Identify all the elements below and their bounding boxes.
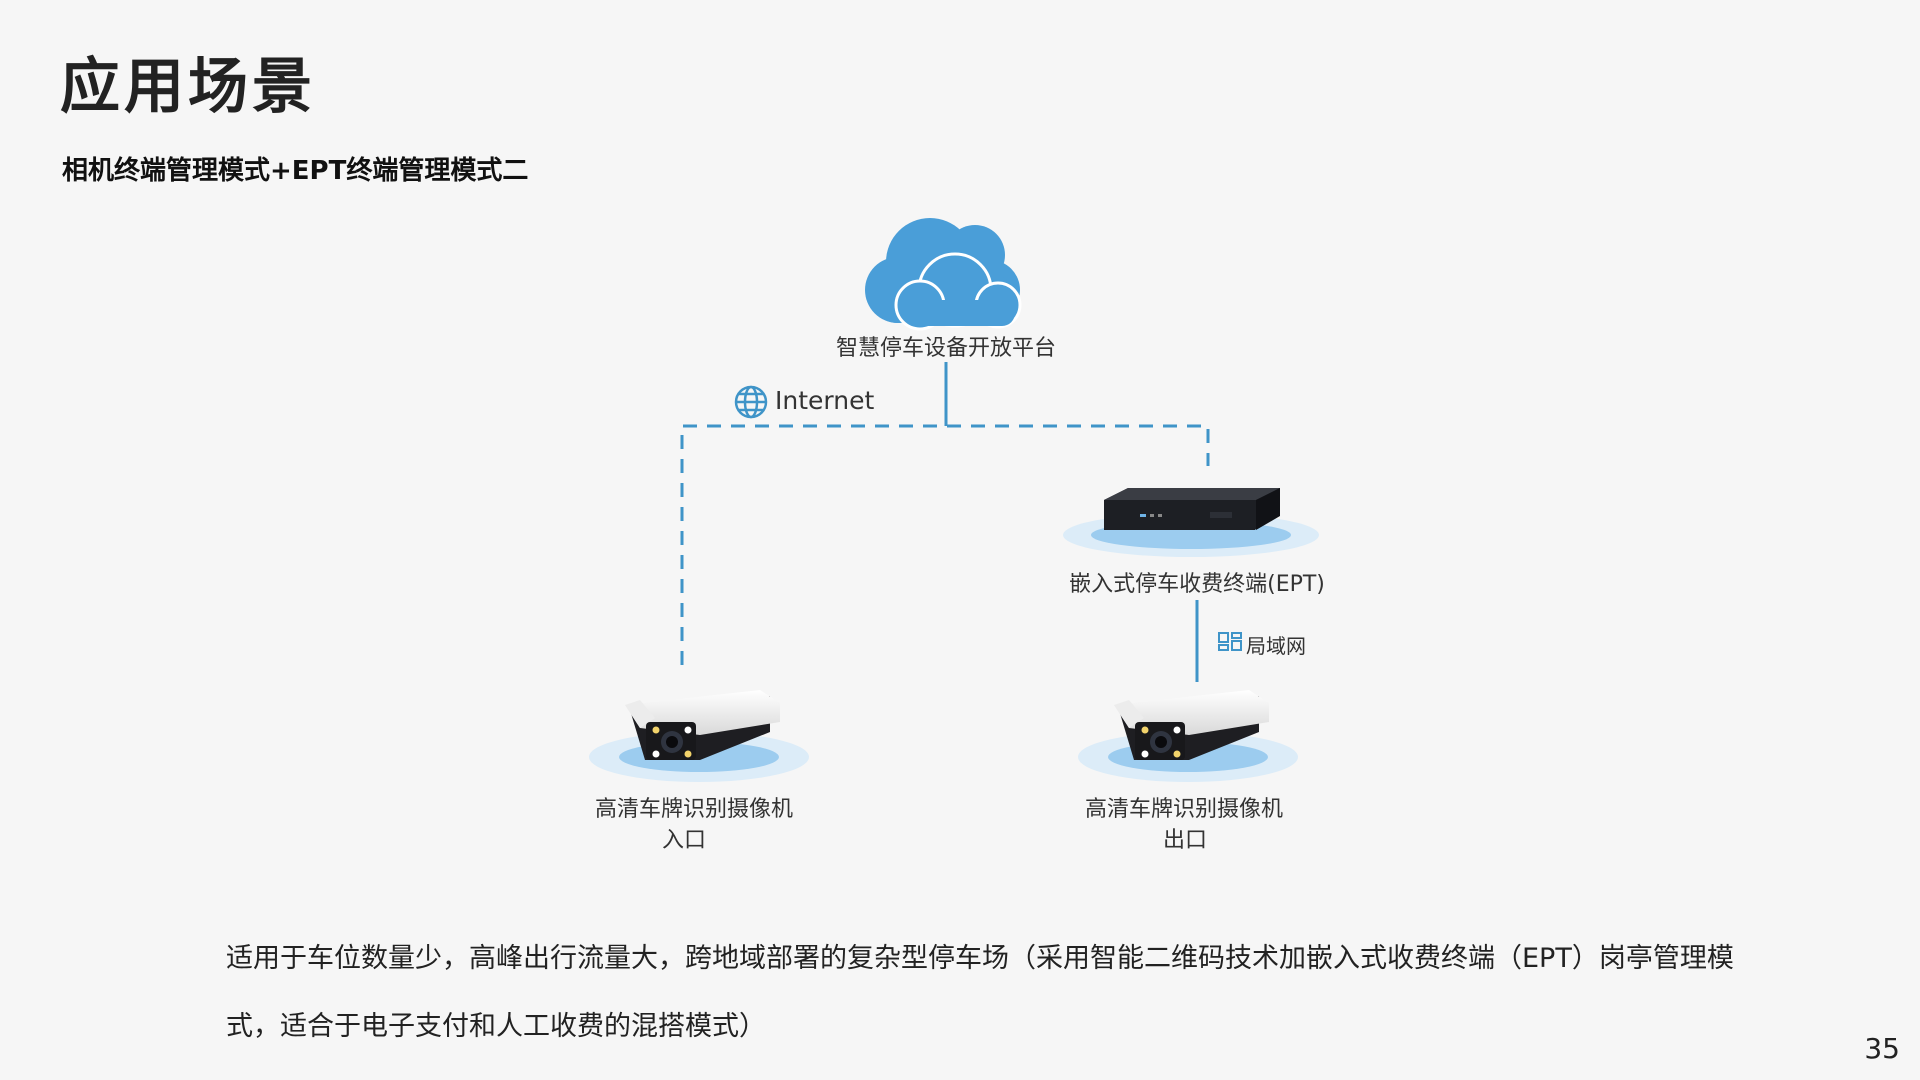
exit-camera-position: 出口 [1162, 828, 1207, 853]
scenario-description: 适用于车位数量少，高峰出行流量大，跨地域部署的复杂型停车场（采用智能二维码技术加… [226, 943, 1734, 1042]
globe-icon [734, 385, 768, 419]
page-number: 35 [1864, 1032, 1900, 1065]
ept-device [1063, 488, 1319, 557]
page-subtitle: 相机终端管理模式+EPT终端管理模式二 [62, 156, 529, 186]
exit-camera-name: 高清车牌识别摄像机 [1084, 797, 1283, 822]
entrance-camera-icon [589, 690, 809, 782]
lan-label: 局域网 [1246, 634, 1306, 658]
cloud-icon [865, 218, 1022, 331]
exit-camera-icon [1078, 690, 1298, 782]
cloud-platform-label: 智慧停车设备开放平台 [835, 336, 1056, 361]
ept-label: 嵌入式停车收费终端(EPT) [1069, 572, 1325, 597]
lan-icon [1218, 632, 1242, 651]
internet-label: Internet [775, 386, 875, 415]
entrance-camera-name: 高清车牌识别摄像机 [594, 797, 793, 822]
entrance-camera-position: 入口 [661, 828, 706, 853]
page-title: 应用场景 [60, 52, 316, 122]
